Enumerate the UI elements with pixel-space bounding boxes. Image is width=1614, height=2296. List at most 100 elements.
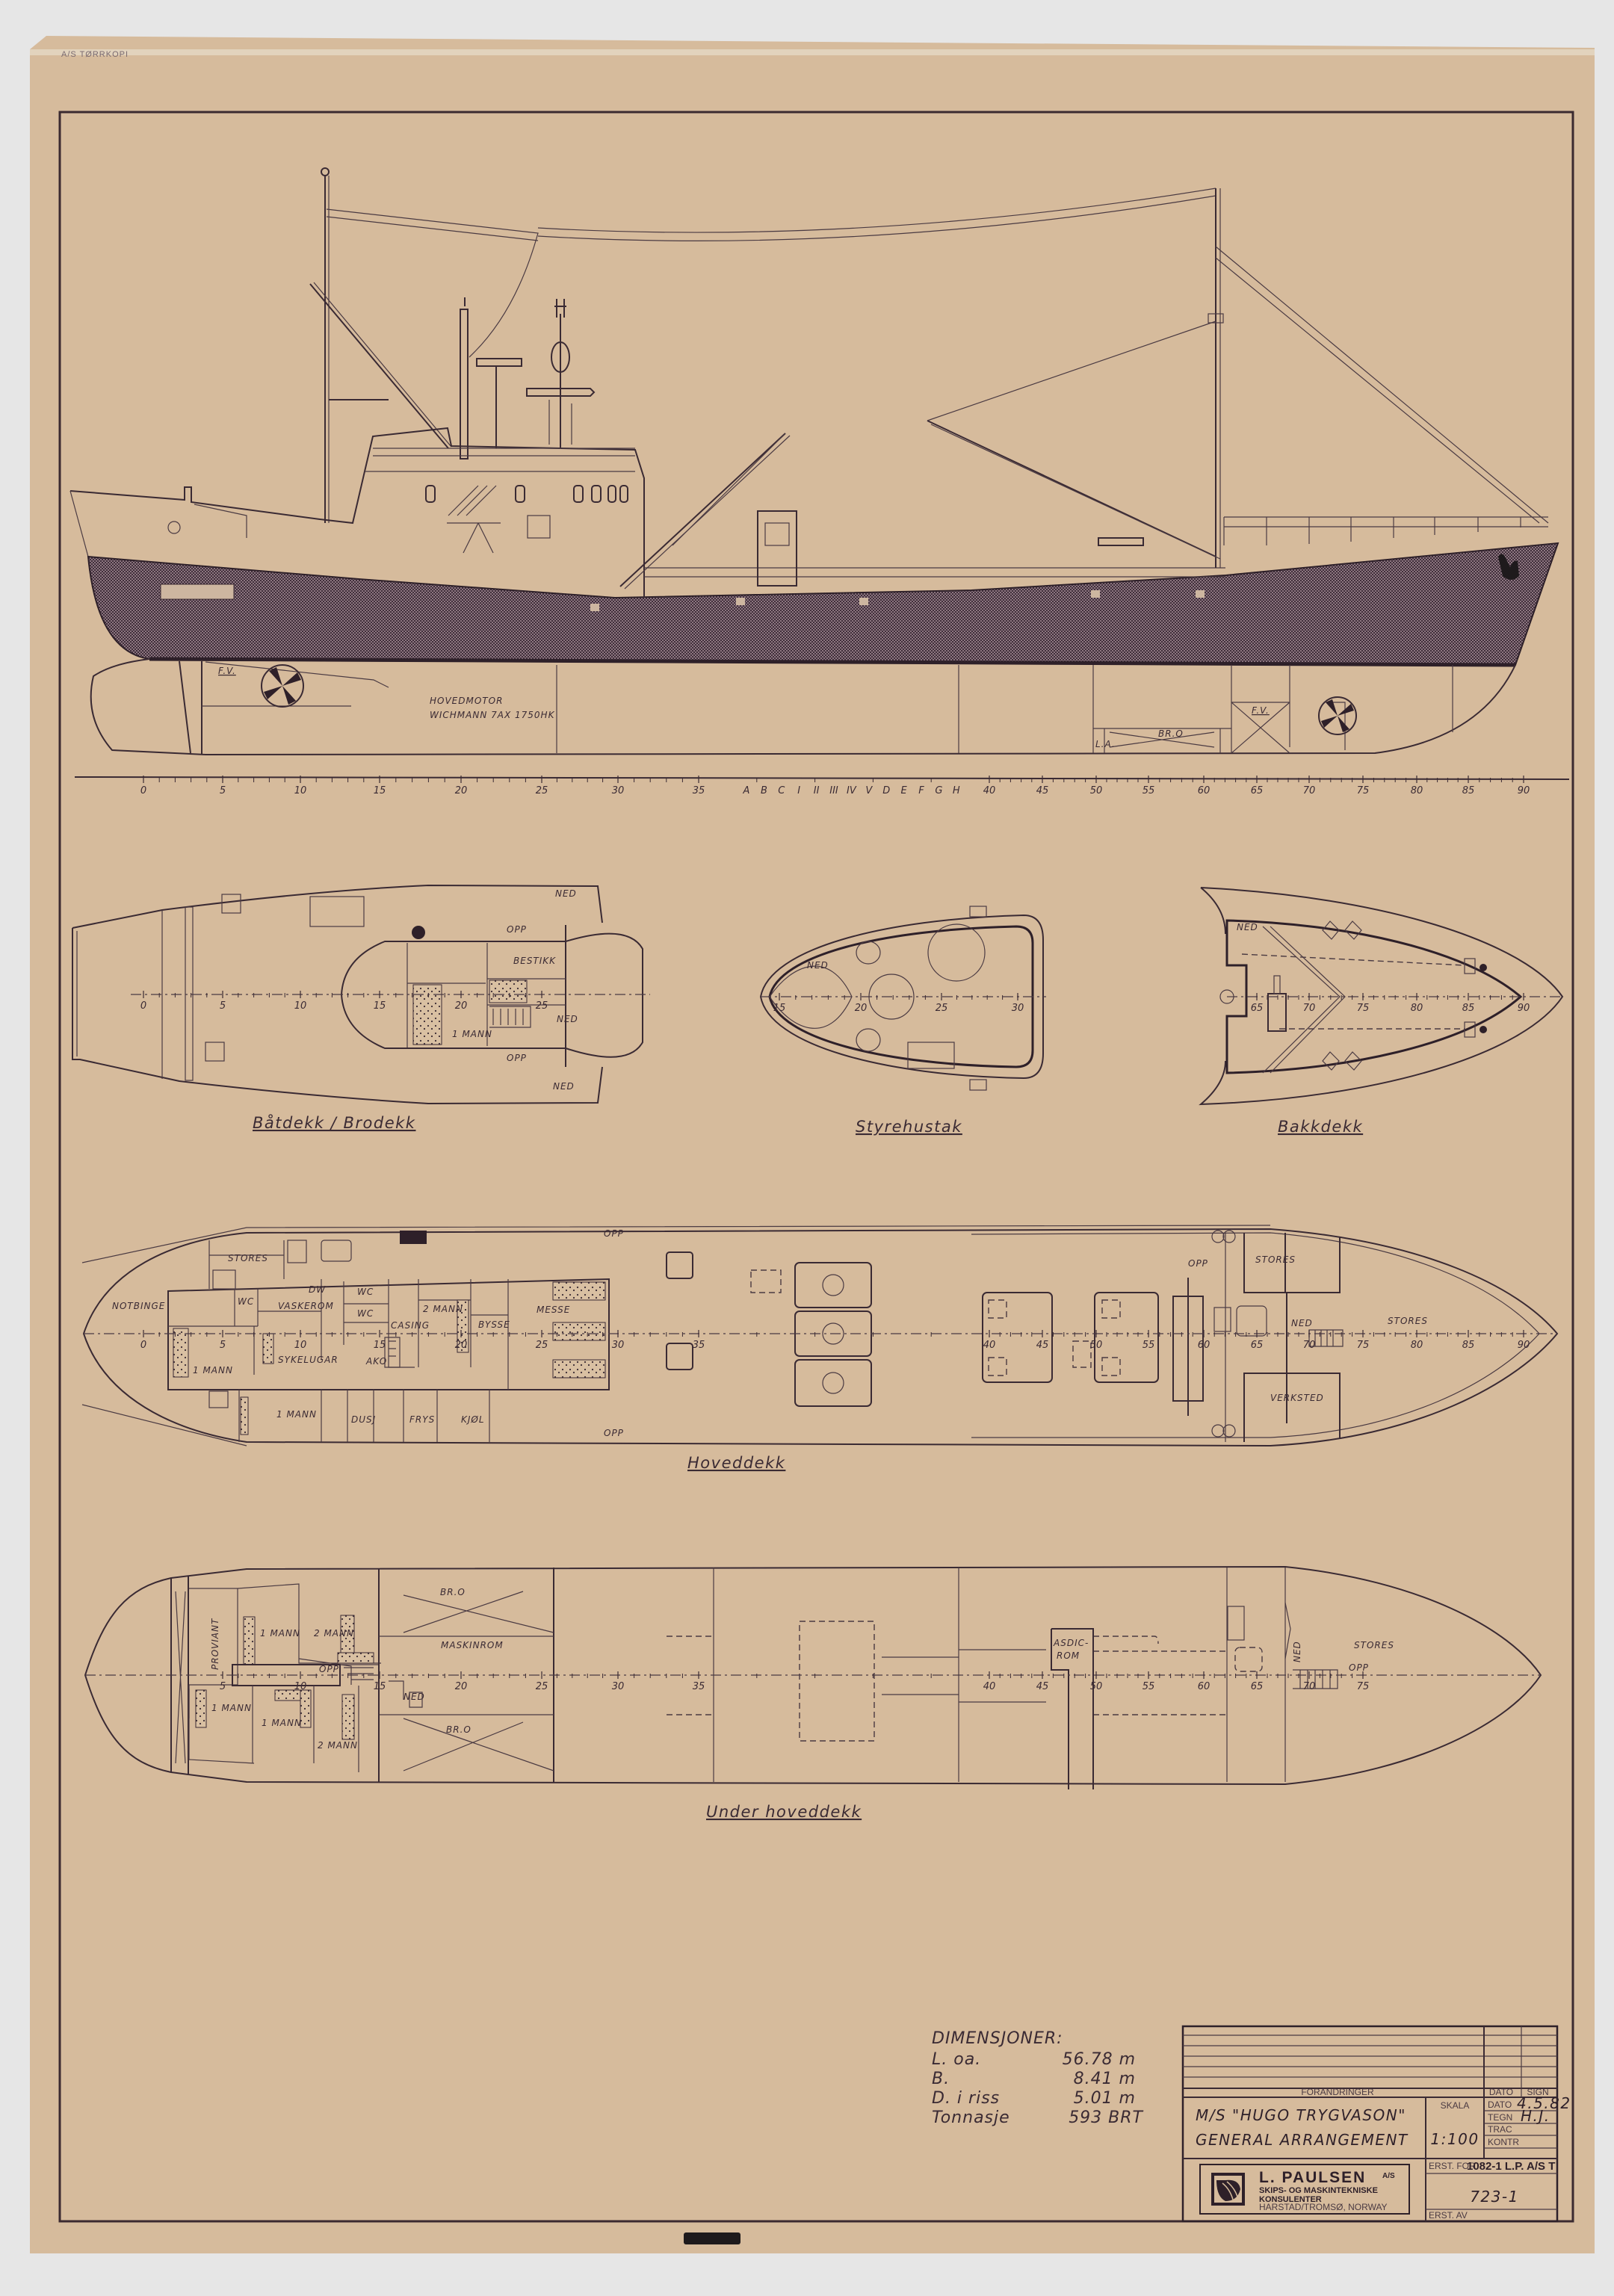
frame-number: 20 — [855, 1003, 868, 1014]
frame-letter: C — [778, 785, 785, 796]
frame-number: 25 — [936, 1003, 948, 1014]
frame-number: 10 — [294, 1000, 307, 1012]
stair-label-ned: NED — [555, 888, 577, 899]
frame-number: 30 — [612, 1681, 625, 1692]
stair-label-ned: NED — [807, 960, 829, 971]
stair-label-ned: NED — [1237, 922, 1258, 932]
frame-number: 70 — [1303, 1340, 1316, 1351]
firm-address: HARSTAD/TROMSØ, NORWAY — [1259, 2202, 1388, 2212]
frame-number: 35 — [693, 1681, 705, 1692]
frame-number: 50 — [1090, 1340, 1103, 1351]
frame-number: 60 — [1198, 1340, 1210, 1351]
dimension-label: B. — [932, 2070, 950, 2088]
drawing-title: GENERAL ARRANGEMENT — [1196, 2131, 1409, 2149]
vessel-name: M/S "HUGO TRYGVASON" — [1196, 2106, 1406, 2124]
stair-label-opp: OPP — [319, 1664, 339, 1674]
frame-letter: III — [829, 785, 838, 796]
frame-number: 20 — [455, 1000, 468, 1012]
frame-number: 65 — [1251, 1003, 1264, 1014]
room-label-wc: WC — [238, 1296, 254, 1307]
frame-number: 5 — [220, 1681, 226, 1692]
bridge-deck-outline — [72, 884, 603, 1105]
frame-number: 45 — [1036, 1340, 1049, 1351]
stair-label-opp: OPP — [604, 1228, 624, 1239]
tank-label-bro: BR.O — [446, 1724, 471, 1735]
frame-number: 45 — [1036, 785, 1049, 796]
room-label-stores: STORES — [1354, 1640, 1394, 1650]
label-ako: AKO — [365, 1356, 387, 1367]
tank-label-la: L.A. — [1095, 739, 1116, 749]
room-label-2-mann: 2 MANN — [318, 1740, 358, 1751]
stair-label-ned: NED — [1291, 1318, 1313, 1328]
tank-label-bro: BR.O — [440, 1587, 466, 1597]
stair-label-ned: NED — [404, 1692, 425, 1702]
tank-label-fv-aft: F.V. — [218, 666, 236, 676]
frame-number: 55 — [1143, 1681, 1155, 1692]
dimensions-block: DIMENSJONER: L. oa. 56.78 m B. 8.41 m D.… — [932, 2029, 1143, 2127]
frame-number: 30 — [612, 1340, 625, 1351]
frame-number: 75 — [1357, 1340, 1370, 1351]
hatch-cover-icon — [400, 1231, 427, 1244]
stair-label-ned: NED — [557, 1014, 578, 1024]
frame-letter: II — [814, 785, 820, 796]
room-label-asdic: ASDIC- — [1053, 1638, 1089, 1648]
frame-number: 40 — [983, 1340, 996, 1351]
view-title-bridge-deck: Båtdekk / Brodekk — [253, 1113, 415, 1132]
frame-letter: F — [918, 785, 924, 796]
room-label-verksted: VERKSTED — [1270, 1393, 1324, 1403]
frame-number: 70 — [1303, 1681, 1316, 1692]
frame-number: 90 — [1518, 1340, 1530, 1351]
frame-number: 70 — [1303, 1003, 1316, 1014]
superstructure-outline — [69, 427, 645, 539]
frame-number: 85 — [1462, 785, 1475, 796]
frame-number: 45 — [1036, 1681, 1049, 1692]
drawn-label: TEGN — [1488, 2112, 1512, 2123]
dimensions-title: DIMENSJONER: — [932, 2029, 1063, 2048]
frame-number: 65 — [1251, 1681, 1264, 1692]
dimension-value: 56.78 m — [1063, 2050, 1136, 2069]
accommodation-block — [167, 1278, 610, 1390]
frame-number: 65 — [1251, 1340, 1264, 1351]
room-label-casing: CASING — [391, 1320, 430, 1331]
hatch — [982, 1292, 1053, 1383]
firm-stamp — [1199, 2164, 1410, 2215]
drawing-number: 723-1 — [1470, 2188, 1519, 2206]
room-label-asdic-rom: ROM — [1057, 1650, 1080, 1661]
tank-label-fv-fwd: F.V. — [1252, 705, 1270, 716]
hatch — [666, 1251, 693, 1279]
frame-number: 55 — [1143, 1340, 1155, 1351]
stair-label-opp: OPP — [507, 1053, 527, 1063]
frame-number: 80 — [1411, 1003, 1423, 1014]
frame-number: 20 — [455, 1340, 468, 1351]
frame-number: 25 — [536, 1000, 548, 1012]
tank-label-bro: BR.O — [1158, 728, 1184, 739]
room-label-messe: MESSE — [537, 1305, 570, 1315]
fish-hatch — [794, 1262, 872, 1308]
frame-number: 75 — [1357, 1003, 1370, 1014]
frame-number: 50 — [1090, 785, 1103, 796]
anchor-icon — [1498, 554, 1519, 580]
frame-number: 60 — [1198, 785, 1210, 796]
replaces-label: ERST. FOR — [1429, 2161, 1476, 2171]
view-title-wheelhouse-top: Styrehustak — [856, 1118, 962, 1136]
stair-label-ned: NED — [1292, 1641, 1302, 1662]
view-title-main-deck: Hoveddekk — [687, 1454, 785, 1472]
forecastle-outline — [1199, 887, 1564, 1106]
frame-number: 25 — [536, 785, 548, 796]
room-label-bysse: BYSSE — [478, 1319, 510, 1330]
firm-line-1: SKIPS- OG MASKINTEKNISKE — [1259, 2186, 1378, 2195]
fore-stay — [1215, 246, 1549, 524]
room-label-1-mann: 1 MANN — [211, 1703, 252, 1713]
frame-number: 65 — [1251, 785, 1264, 796]
frame-number: 0 — [140, 785, 146, 796]
room-label-1-mann: 1 MANN — [262, 1718, 302, 1728]
room-label-maskinrom: MASKINROM — [441, 1640, 504, 1650]
room-label-proviant: PROVIANT — [210, 1618, 220, 1670]
room-label-bestikk: BESTIKK — [513, 956, 556, 966]
frame-number: 40 — [983, 785, 996, 796]
frame-number: 40 — [983, 1681, 996, 1692]
